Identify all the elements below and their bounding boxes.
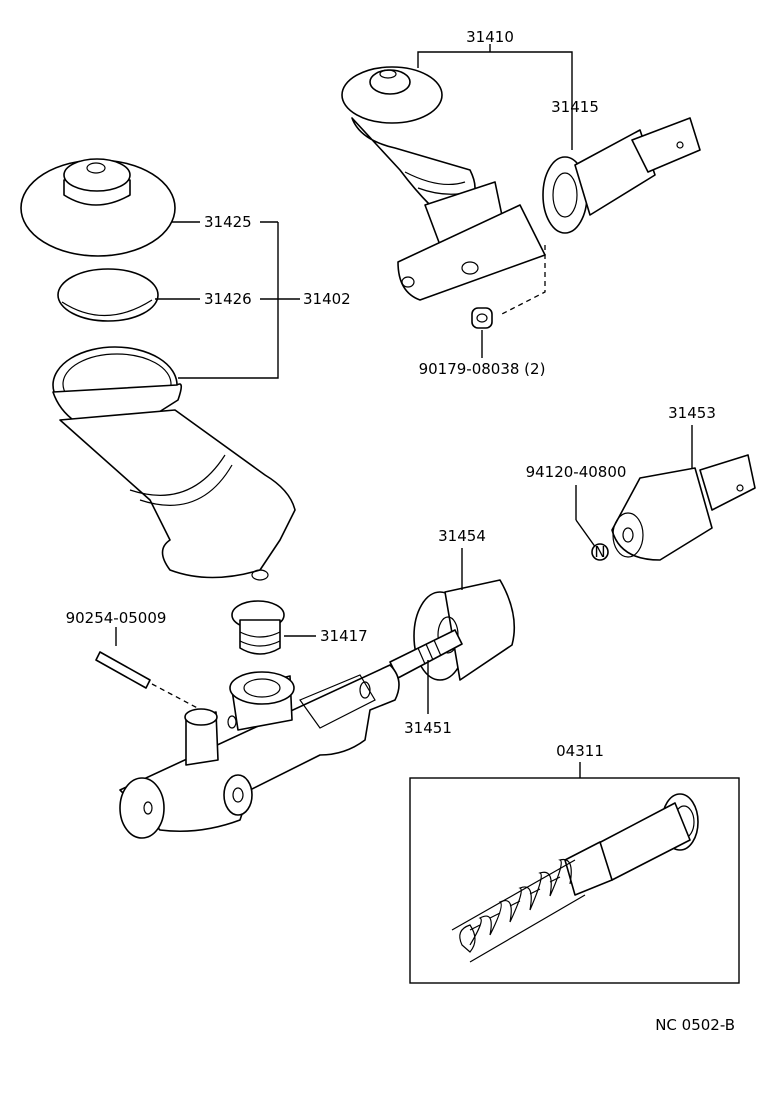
label-31417: 31417 [320, 627, 368, 645]
push-rod-clevis-31453 [611, 454, 756, 561]
nut-marker-text: N [594, 543, 605, 561]
piston-spring-kit [451, 793, 699, 963]
nut-marker: N [591, 543, 609, 561]
label-31415: 31415 [551, 98, 599, 116]
label-31410: 31410 [466, 28, 514, 46]
label-31454: 31454 [438, 527, 486, 545]
label-31425: 31425 [204, 213, 252, 231]
diagram-code: NC 0502-B [655, 1016, 735, 1034]
reservoir-cap-31425 [20, 158, 176, 257]
label-94120-40800: 94120-40800 [526, 463, 627, 481]
grommet-31417 [231, 600, 285, 655]
label-04311: 04311 [556, 742, 604, 760]
master-cylinder-body [119, 664, 400, 839]
label-31453: 31453 [668, 404, 716, 422]
master-cylinder-assembly-top [341, 66, 701, 329]
label-90179-08038: 90179-08038 (2) [419, 360, 546, 378]
kit-box [409, 777, 740, 984]
reservoir-body-31402 [52, 346, 296, 581]
label-31402: 31402 [303, 290, 351, 308]
spring-pin-90254 [95, 651, 151, 689]
label-90254-05009: 90254-05009 [66, 609, 167, 627]
diaphragm-31426 [57, 268, 159, 322]
piston-boot-31454 [413, 579, 516, 681]
label-31426: 31426 [204, 290, 252, 308]
label-31451: 31451 [404, 719, 452, 737]
